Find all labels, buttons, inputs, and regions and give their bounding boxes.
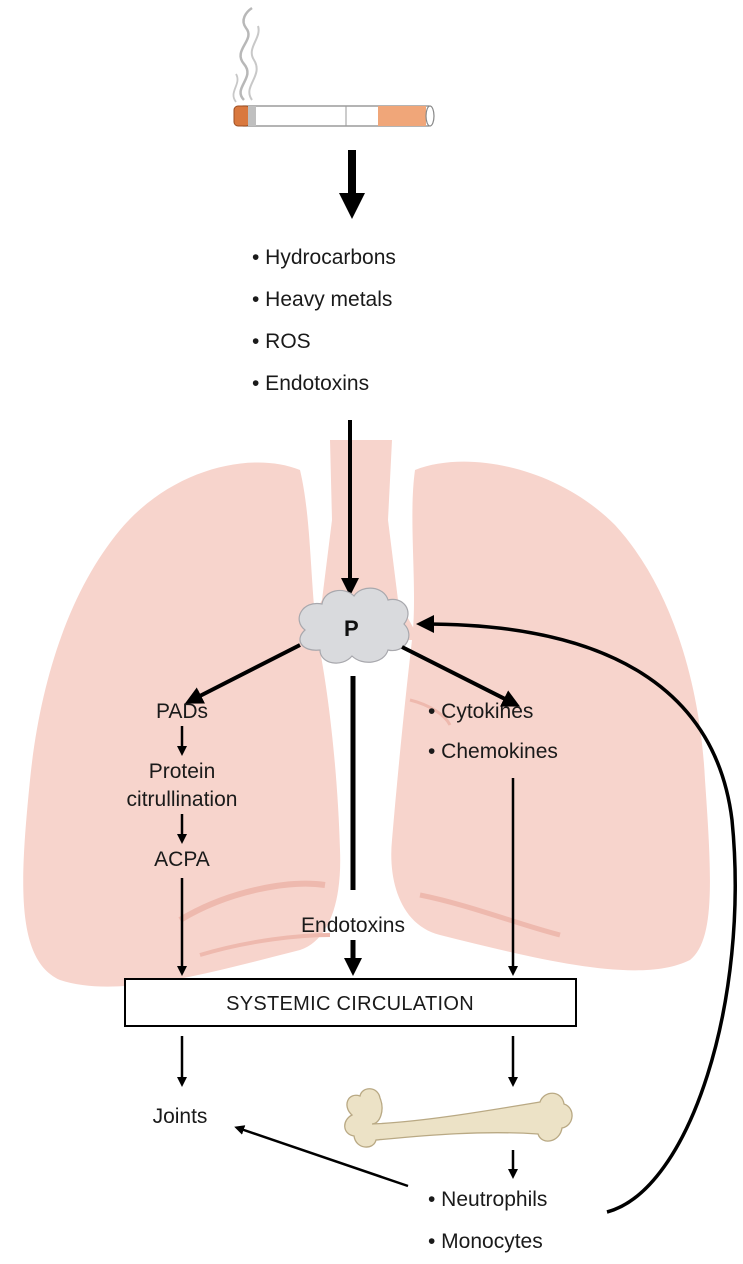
lungs-illustration <box>23 440 710 987</box>
toxin-item: • ROS <box>252 330 311 353</box>
p-label: P <box>344 616 359 641</box>
cytokine-item: • Cytokines <box>428 700 533 723</box>
systemic-circulation-label: SYSTEMIC CIRCULATION <box>226 993 474 1015</box>
cell-item: • Monocytes <box>428 1230 543 1253</box>
endotoxins-label: Endotoxins <box>301 914 405 937</box>
toxin-item: • Hydrocarbons <box>252 246 396 269</box>
bone-icon <box>345 1089 572 1147</box>
toxin-item: • Endotoxins <box>252 372 369 395</box>
joints-label: Joints <box>153 1105 208 1128</box>
citrullination-label: citrullination <box>127 788 238 811</box>
cell-item: • Neutrophils <box>428 1188 547 1211</box>
toxin-list: • Hydrocarbons • Heavy metals • ROS • En… <box>252 246 396 395</box>
cytokine-item: • Chemokines <box>428 740 558 763</box>
toxin-item: • Heavy metals <box>252 288 392 311</box>
pads-label: PADs <box>156 700 208 723</box>
cigarette-icon <box>233 8 434 126</box>
acpa-label: ACPA <box>154 848 210 871</box>
protein-label: Protein <box>149 760 216 783</box>
systemic-circulation-box: SYSTEMIC CIRCULATION <box>125 979 576 1026</box>
